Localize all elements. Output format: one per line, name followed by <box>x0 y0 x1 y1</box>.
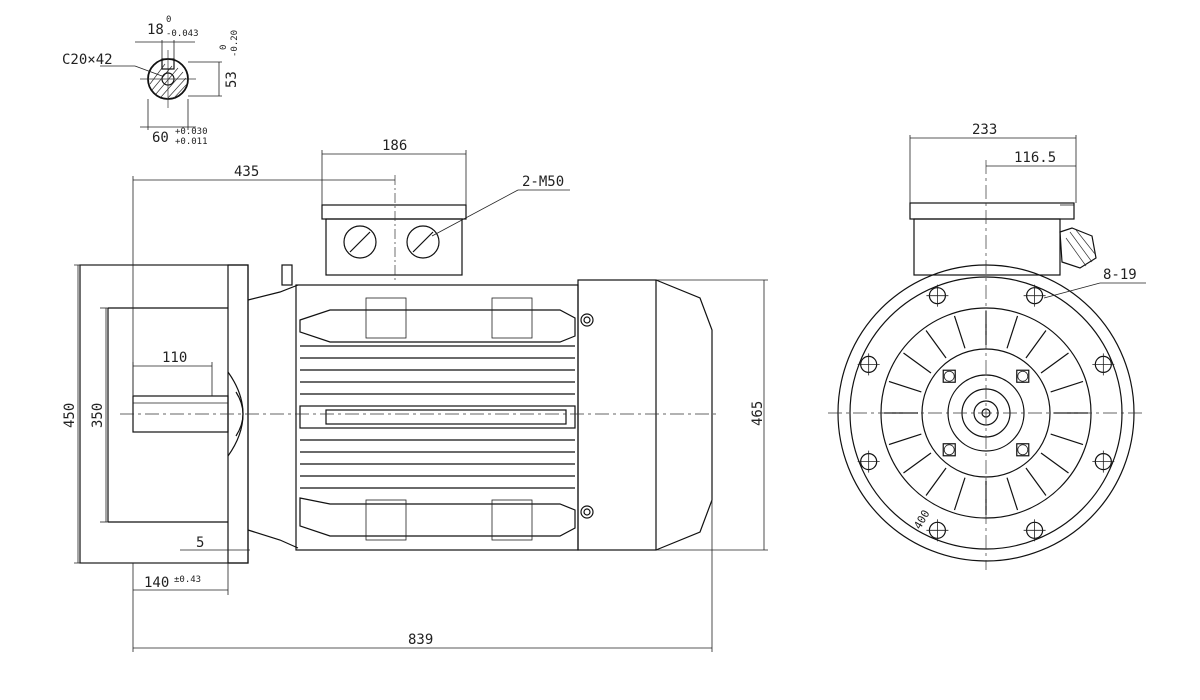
radial-fin <box>925 330 947 359</box>
radial-fin <box>1040 352 1069 374</box>
flange-height-label: 450 <box>62 403 78 428</box>
fixing-bolt <box>942 369 956 383</box>
center-hole-label: C20×42 <box>62 52 113 68</box>
side-view: 186 435 2-M50 450 350 110 5 140 ±0.43 <box>62 138 768 652</box>
radial-fin <box>1006 315 1019 349</box>
key-depth-tol-lower: -0.20 <box>230 30 240 57</box>
end-view-radial-fins <box>884 311 1088 515</box>
cable-gland-hatch <box>1065 229 1096 267</box>
shaft-section-view: 18 0 -0.043 C20×42 53 0 -0.20 60 +0.030 … <box>62 15 240 147</box>
bolt-holes-label: 8-19 <box>1103 267 1137 283</box>
radial-fin <box>1050 433 1084 446</box>
end-view-bolt-holes <box>857 284 1115 542</box>
end-box-width-label: 233 <box>972 122 997 138</box>
frame-cooling-fins <box>299 297 576 541</box>
shaft-dia-tol-lower: +0.011 <box>175 137 208 147</box>
spigot-dia-label: 350 <box>90 403 106 428</box>
frame-height-label: 465 <box>750 401 766 426</box>
radial-fin <box>903 452 932 474</box>
radial-fin <box>953 315 966 349</box>
end-view: 233 116.5 8-19 400 <box>828 122 1146 570</box>
radial-fin <box>925 467 947 496</box>
fixing-bolt-head <box>943 444 955 456</box>
shaft-length-label: 110 <box>162 350 187 366</box>
radial-fin <box>1025 467 1047 496</box>
radial-fin <box>1025 330 1047 359</box>
radial-fin <box>1006 477 1019 511</box>
key-width-tol-upper: 0 <box>166 15 171 25</box>
spigot-depth-label: 5 <box>196 535 204 551</box>
shaft-dia-label: 60 <box>152 130 169 146</box>
fixing-bolt <box>942 443 956 457</box>
end-box-half-width-label: 116.5 <box>1014 150 1056 166</box>
fixing-bolt-head <box>943 370 955 382</box>
end-view-fixings <box>942 369 1030 457</box>
fixing-bolt <box>1016 369 1030 383</box>
terminal-box-width-label: 186 <box>382 138 407 154</box>
fixing-bolt-head <box>1017 444 1029 456</box>
flange-to-foot-tol: ±0.43 <box>174 575 201 585</box>
fixing-bolt <box>1016 443 1030 457</box>
key-width-tol-lower: -0.043 <box>166 29 199 39</box>
fixing-bolt-head <box>1017 370 1029 382</box>
radial-fin <box>1050 380 1084 393</box>
overall-length-label: 839 <box>408 632 433 648</box>
shaft-section-hatch <box>149 63 188 100</box>
key-width-label: 18 <box>147 22 164 38</box>
shaft-to-box-label: 435 <box>234 164 259 180</box>
radial-fin <box>953 477 966 511</box>
cable-gland-label: 2-M50 <box>522 174 564 190</box>
flange-to-foot-label: 140 <box>144 575 169 591</box>
key-depth-label: 53 <box>224 71 240 88</box>
radial-fin <box>1040 452 1069 474</box>
radial-fin <box>903 352 932 374</box>
radial-fin <box>888 380 922 393</box>
radial-fin <box>888 433 922 446</box>
shaft-dia-tol-upper: +0.030 <box>175 127 208 137</box>
key-depth-tol-upper: 0 <box>219 45 229 50</box>
